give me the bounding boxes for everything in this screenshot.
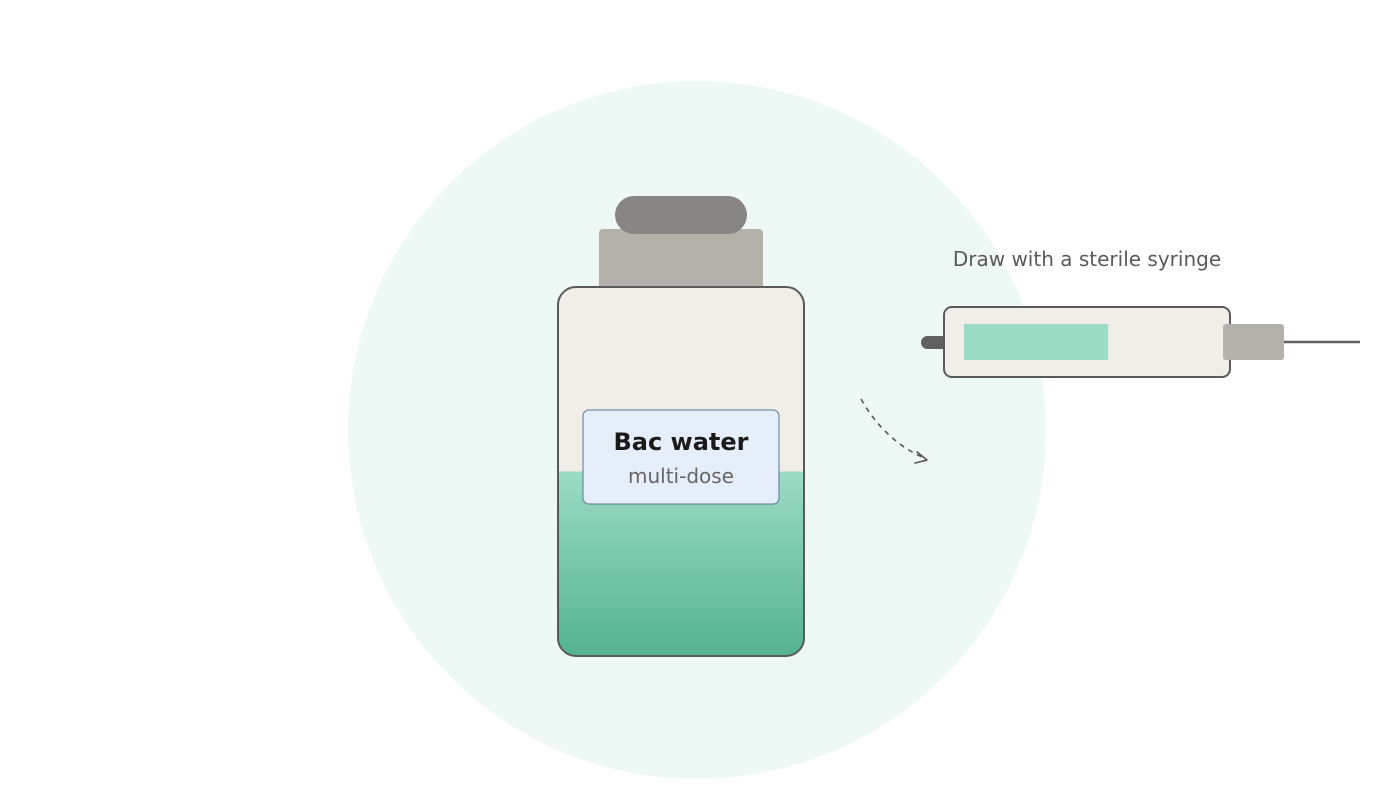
vial-cap-top — [615, 196, 747, 234]
arrow-path — [860, 398, 925, 459]
vial-label — [582, 409, 780, 505]
syringe-icon — [921, 306, 1360, 378]
vial-icon: Bac water multi-dose — [557, 196, 805, 657]
arrow-head — [914, 451, 928, 464]
vial-label-title: Bac water — [613, 428, 748, 456]
syringe-fill — [964, 324, 1109, 360]
vial-cap-collar — [599, 229, 763, 291]
vial-outline — [557, 286, 805, 657]
syringe-hub — [1223, 324, 1284, 360]
syringe-caption: Draw with a sterile syringe — [953, 247, 1221, 271]
syringe-plunger — [921, 336, 950, 349]
vial-label-subtitle: multi-dose — [628, 464, 734, 488]
dashed-curved-arrow-icon — [860, 398, 928, 464]
